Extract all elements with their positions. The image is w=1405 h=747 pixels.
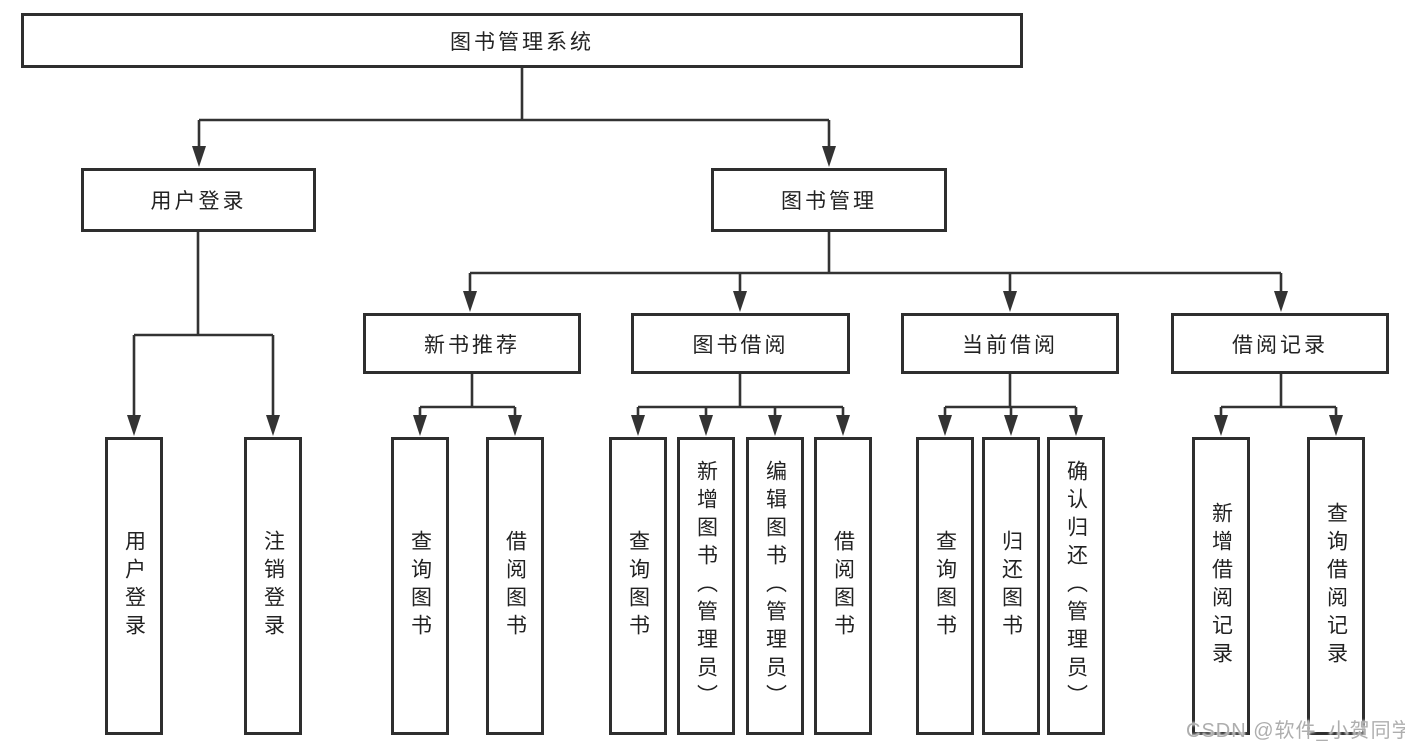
leaf-newbook-borrow-books: 借阅图书: [486, 437, 544, 735]
watermark: CSDN @软件_小贺同学: [1186, 720, 1405, 742]
leaf-current-confirm-return-admin-label: 确认归还（管理员）: [1064, 460, 1088, 712]
leaf-current-query-books: 查询图书: [916, 437, 974, 735]
node-borrow-record: 借阅记录: [1171, 313, 1389, 374]
leaf-current-return-books: 归还图书: [982, 437, 1040, 735]
node-user-login: 用户登录: [81, 168, 316, 232]
leaf-newbook-query-books-label: 查询图书: [408, 530, 432, 642]
node-new-book-recommend: 新书推荐: [363, 313, 581, 374]
node-current-borrow-label: 当前借阅: [962, 333, 1058, 357]
leaf-record-query-label: 查询借阅记录: [1324, 502, 1348, 670]
node-current-borrow: 当前借阅: [901, 313, 1119, 374]
node-book-manage-label: 图书管理: [781, 190, 877, 213]
leaf-borrow-edit-books-admin: 编辑图书（管理员）: [746, 437, 804, 735]
leaf-borrow-borrow-books: 借阅图书: [814, 437, 872, 735]
node-new-book-recommend-label: 新书推荐: [424, 333, 520, 357]
leaf-current-confirm-return-admin: 确认归还（管理员）: [1047, 437, 1105, 735]
leaf-record-add-label: 新增借阅记录: [1209, 502, 1233, 670]
node-user-login-label: 用户登录: [150, 190, 247, 213]
leaf-logout: 注销登录: [244, 437, 302, 735]
leaf-borrow-add-books-admin-label: 新增图书（管理员）: [694, 460, 718, 712]
node-borrow-record-label: 借阅记录: [1232, 333, 1328, 357]
leaf-newbook-borrow-books-label: 借阅图书: [503, 530, 527, 642]
node-root-system-label: 图书管理系统: [450, 30, 594, 54]
leaf-borrow-edit-books-admin-label: 编辑图书（管理员）: [763, 460, 787, 712]
leaf-user-login-label: 用户登录: [122, 530, 146, 642]
leaf-current-query-books-label: 查询图书: [933, 530, 957, 642]
leaf-current-return-books-label: 归还图书: [999, 530, 1023, 642]
leaf-record-query: 查询借阅记录: [1307, 437, 1365, 735]
node-root-system: 图书管理系统: [21, 13, 1023, 68]
leaf-record-add: 新增借阅记录: [1192, 437, 1250, 735]
node-book-manage: 图书管理: [711, 168, 947, 232]
leaf-borrow-borrow-books-label: 借阅图书: [831, 530, 855, 642]
leaf-user-login: 用户登录: [105, 437, 163, 735]
node-book-borrow: 图书借阅: [631, 313, 850, 374]
leaf-logout-label: 注销登录: [261, 530, 285, 642]
node-book-borrow-label: 图书借阅: [692, 333, 789, 357]
leaf-borrow-add-books-admin: 新增图书（管理员）: [677, 437, 735, 735]
leaf-borrow-query-books: 查询图书: [609, 437, 667, 735]
leaf-borrow-query-books-label: 查询图书: [626, 530, 650, 642]
leaf-newbook-query-books: 查询图书: [391, 437, 449, 735]
